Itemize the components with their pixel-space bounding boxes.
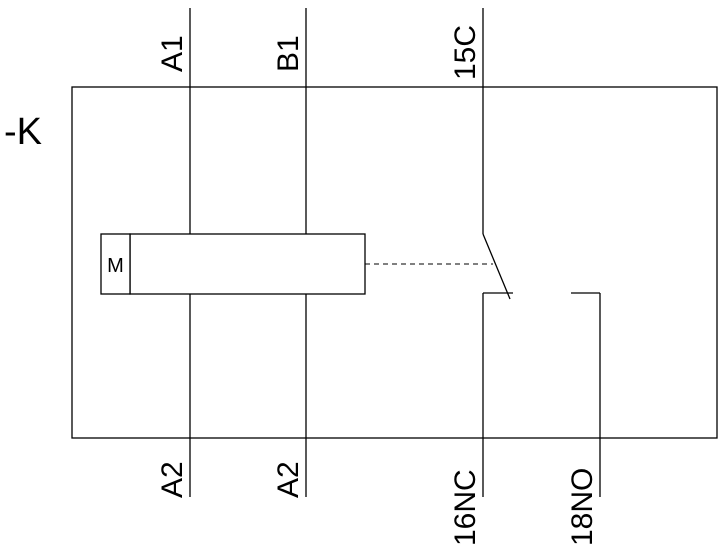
coil-body [129, 233, 366, 295]
coil-marker-label: M [107, 255, 124, 277]
contact-blade [482, 233, 511, 300]
terminal-label-a2-first: A2 [156, 461, 189, 498]
terminal-label-18no: 18NO [566, 468, 599, 546]
terminal-label-b1: B1 [272, 35, 305, 72]
device-enclosure [71, 86, 718, 439]
terminal-label-16nc: 16NC [449, 469, 482, 546]
terminal-label-a2-second: A2 [272, 461, 305, 498]
coil-marker-box [100, 233, 131, 295]
terminal-label-15c: 15C [449, 25, 482, 80]
terminal-label-a1: A1 [156, 35, 189, 72]
device-reference-label: -K [4, 111, 42, 153]
